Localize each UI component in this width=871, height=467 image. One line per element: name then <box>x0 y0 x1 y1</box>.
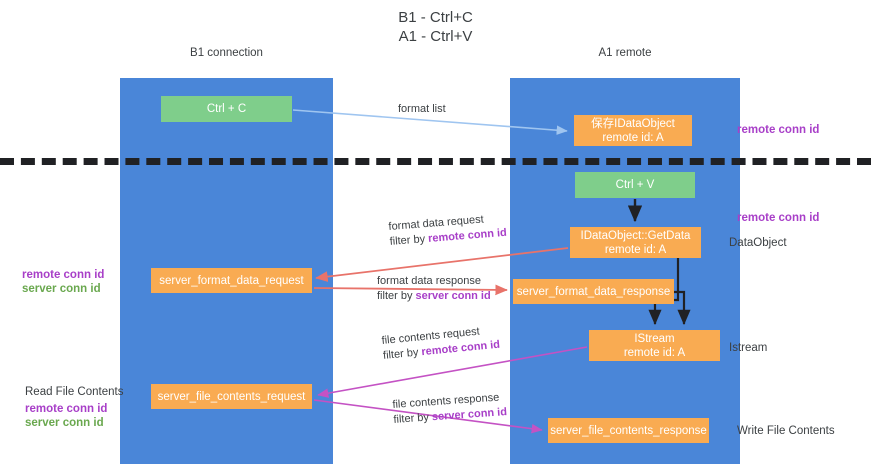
lane-header-a1: A1 remote <box>598 47 652 59</box>
box-server-file-contents-response-label: server_file_contents_response <box>550 424 707 437</box>
page-title: B1 - Ctrl+C A1 - Ctrl+V <box>398 9 473 45</box>
label-dataobject: DataObject <box>729 237 787 249</box>
filter-prefix: filter by <box>382 346 423 362</box>
filter-prefix: filter by <box>377 290 416 302</box>
box-save-idataobject-line1: 保存IDataObject <box>591 117 675 130</box>
box-ctrl-v-label: Ctrl + V <box>615 179 655 191</box>
box-server-format-data-request-label: server_format_data_request <box>159 274 304 287</box>
section-divider <box>0 158 871 165</box>
arrow-label-format-list: format list <box>398 102 446 117</box>
legend-remote-conn-id: remote conn id <box>22 269 105 281</box>
arrow-label-format-data-request: format data request filter by remote con… <box>388 211 507 250</box>
box-server-file-contents-request-label: server_file_contents_request <box>157 390 306 403</box>
box-istream[interactable]: IStream remote id: A <box>589 330 720 361</box>
box-save-idataobject[interactable]: 保存IDataObject remote id: A <box>574 115 692 146</box>
box-ctrl-v[interactable]: Ctrl + V <box>575 172 695 198</box>
box-server-file-contents-request[interactable]: server_file_contents_request <box>151 384 312 409</box>
box-save-idataobject-line2: remote id: A <box>602 131 664 144</box>
box-ctrl-c-label: Ctrl + C <box>206 103 247 115</box>
box-istream-line2: remote id: A <box>623 346 686 359</box>
legend-conn-ids-middle: remote conn id server conn id <box>22 268 104 296</box>
box-idataobject-getdata-line1: IDataObject::GetData <box>580 229 691 242</box>
box-server-format-data-request[interactable]: server_format_data_request <box>151 268 312 293</box>
label-istream: Istream <box>729 342 768 354</box>
box-idataobject-getdata-line2: remote id: A <box>604 243 667 256</box>
box-server-format-data-response[interactable]: server_format_data_response <box>513 279 674 304</box>
legend-server-conn-id: server conn id <box>22 283 101 295</box>
label-remote-conn-id-mid: remote conn id <box>737 212 820 224</box>
arrow-label-format-list-line1: format list <box>398 103 446 115</box>
filter-prefix: filter by <box>393 411 433 426</box>
box-idataobject-getdata[interactable]: IDataObject::GetData remote id: A <box>570 227 701 258</box>
arrow-label-format-data-response-line2: filter by server conn id <box>377 289 491 304</box>
arrow-label-format-data-response-line1: format data response <box>377 275 481 287</box>
label-read-file-contents: Read File Contents <box>25 386 124 398</box>
arrow-label-format-data-response: format data response filter by server co… <box>377 274 491 304</box>
arrow-label-file-contents-response: file contents response filter by server … <box>392 390 508 428</box>
legend-remote-conn-id: remote conn id <box>25 403 108 415</box>
box-ctrl-c[interactable]: Ctrl + C <box>161 96 292 122</box>
box-istream-line1: IStream <box>634 332 675 345</box>
arrow-label-file-contents-request: file contents request filter by remote c… <box>381 323 501 364</box>
legend-server-conn-id: server conn id <box>25 417 104 429</box>
label-write-file-contents: Write File Contents <box>737 425 835 437</box>
filter-prefix: filter by <box>389 232 429 248</box>
label-remote-conn-id-top: remote conn id <box>737 124 820 136</box>
legend-conn-ids-bottom: remote conn id server conn id <box>25 402 107 430</box>
box-server-file-contents-response[interactable]: server_file_contents_response <box>548 418 709 443</box>
lane-header-b1: B1 connection <box>190 47 263 59</box>
keyword-server-conn-id: server conn id <box>431 406 508 424</box>
box-server-format-data-response-label: server_format_data_response <box>516 285 671 298</box>
keyword-server-conn-id: server conn id <box>415 290 491 302</box>
